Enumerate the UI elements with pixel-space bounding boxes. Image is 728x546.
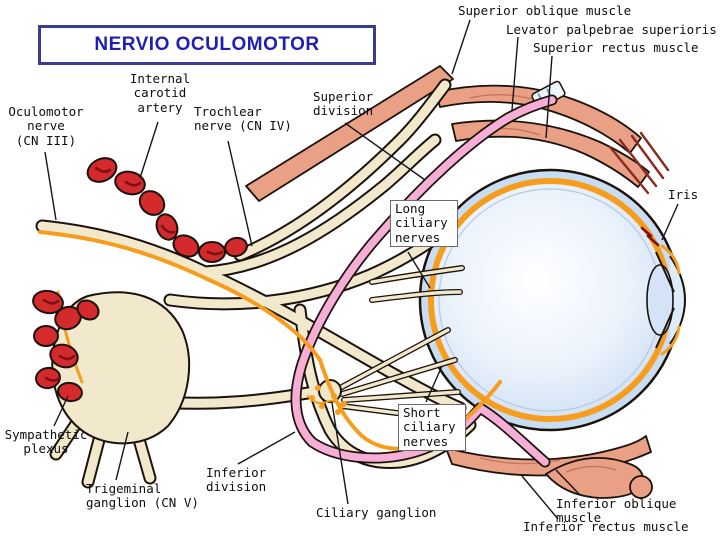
label-superior-rectus: Superior rectus muscle (533, 40, 699, 55)
short-ciliary-nerves (337, 327, 461, 423)
long-ciliary-nerves (369, 265, 465, 303)
internal-carotid-artery (86, 157, 248, 263)
ciliary-ganglion-dots (309, 385, 347, 415)
iris-structures (640, 226, 686, 356)
muscle-insertion-fan (608, 131, 670, 195)
muscles (245, 65, 670, 499)
label-iris: Iris (668, 187, 699, 202)
label-inferior-oblique: Inferior oblique muscle (556, 496, 677, 526)
superior-rectus-shape (451, 119, 650, 188)
label-sympathetic-plexus: Sympathetic plexus (4, 427, 88, 457)
label-ciliary-ganglion: Ciliary ganglion (316, 505, 437, 520)
label-trigeminal-ganglion: Trigeminal ganglion (CN V) (86, 481, 199, 511)
label-inferior-division: Inferior division (206, 465, 267, 495)
page-title: NERVIO OCULOMOTOR (94, 34, 320, 55)
sympathetic-plexus-shape (32, 289, 100, 403)
label-superior-division: Superior division (313, 89, 374, 119)
leader-lines (44, 19, 679, 520)
label-inferior-rectus: Inferior rectus muscle (523, 519, 689, 534)
label-trochlear-nerve: Trochlear nerve (CN IV) (194, 104, 292, 134)
label-levator-palpebrae: Levator palpebrae superioris (506, 22, 717, 37)
superior-oblique-muscle-shape (245, 65, 454, 202)
label-oculomotor-nerve: Oculomotor nerve (CN III) (8, 104, 84, 148)
label-long-ciliary: Long ciliary nerves (390, 200, 458, 248)
label-superior-oblique-muscle: Superior oblique muscle (458, 3, 632, 18)
label-internal-carotid: Internal carotid artery (129, 71, 191, 115)
inferior-oblique-insertion (629, 475, 653, 499)
title-box: NERVIO OCULOMOTOR (38, 25, 376, 65)
label-short-ciliary: Short ciliary nerves (398, 404, 466, 452)
